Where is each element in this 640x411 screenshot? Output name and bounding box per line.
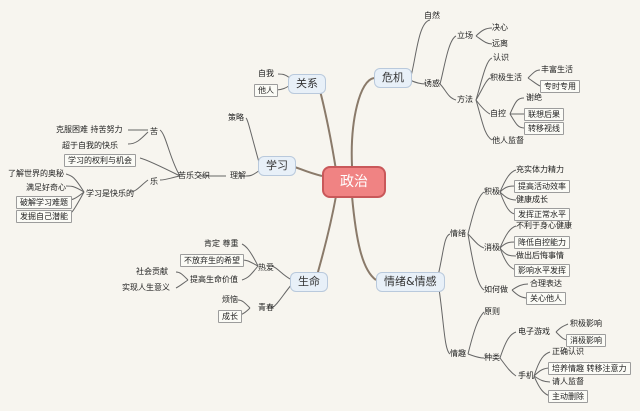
positive-effect-performance: 发挥正常水平 bbox=[514, 208, 570, 221]
bitter-node: 苦 bbox=[150, 127, 158, 136]
joy-item-puzzles: 破解学习难题 bbox=[16, 196, 72, 209]
self-control-item-consequences: 联想后果 bbox=[524, 108, 564, 121]
stand-item-determination: 决心 bbox=[492, 23, 508, 32]
positive-effect-health: 健康成长 bbox=[516, 195, 548, 204]
negative-effect-health: 不利于身心健康 bbox=[516, 221, 572, 230]
love-node: 热爱 bbox=[258, 263, 274, 272]
negative-effect-regret: 做出后悔事情 bbox=[516, 251, 564, 260]
phone-item-supervision: 请人监督 bbox=[552, 377, 584, 386]
mood-node: 情绪 bbox=[450, 229, 466, 238]
joy-item-mystery: 了解世界的奥秘 bbox=[8, 169, 64, 178]
temptation-node: 诱惑 bbox=[424, 79, 440, 88]
phone-item-interest: 培养情趣 转移注意力 bbox=[548, 362, 631, 375]
positive-node: 积极 bbox=[484, 187, 500, 196]
stand-item-keep-away: 远离 bbox=[492, 39, 508, 48]
youth-item-trouble: 烦恼 bbox=[222, 295, 238, 304]
love-item-hope: 不放弃生的希望 bbox=[180, 254, 244, 267]
joy-node: 乐 bbox=[150, 177, 158, 186]
phone-node: 手机 bbox=[518, 371, 534, 380]
root-node[interactable]: 政治 bbox=[322, 166, 386, 198]
youth-node: 青春 bbox=[258, 303, 274, 312]
phone-item-understand: 正确认识 bbox=[552, 347, 584, 356]
positive-effect-energy: 充实体力精力 bbox=[516, 165, 564, 174]
how-node: 如何做 bbox=[484, 285, 508, 294]
recognize-node: 认识 bbox=[493, 53, 509, 62]
method-node: 方法 bbox=[457, 95, 473, 104]
negative-node: 消极 bbox=[484, 243, 500, 252]
natural-node: 自然 bbox=[424, 11, 440, 20]
love-item-value: 提高生命价值 bbox=[190, 275, 238, 284]
phone-item-delete: 主动删除 bbox=[548, 390, 588, 403]
relation-item-others: 他人 bbox=[254, 84, 278, 97]
crisis-node[interactable]: 危机 bbox=[374, 68, 412, 88]
love-item-affirm-respect: 肯定 尊重 bbox=[204, 239, 239, 248]
strategy-node: 策略 bbox=[228, 113, 244, 122]
negative-effect-self-control: 降低自控能力 bbox=[514, 236, 570, 249]
value-item-meaning: 实现人生意义 bbox=[122, 283, 170, 292]
e-games-item-negative: 消极影响 bbox=[566, 334, 606, 347]
youth-item-growth: 成长 bbox=[218, 310, 242, 323]
emotion-node[interactable]: 情绪&情感 bbox=[376, 272, 445, 292]
bitter-item-beyond-self: 超于自我的快乐 bbox=[62, 141, 118, 150]
bitter-item-overcome: 克服困难 持苦努力 bbox=[56, 125, 123, 134]
life-node[interactable]: 生命 bbox=[290, 272, 328, 292]
self-control-item-divert-sight: 转移视线 bbox=[524, 122, 564, 135]
joy-pain-node: 苦乐交织 bbox=[178, 171, 210, 180]
stand-node: 立场 bbox=[457, 31, 473, 40]
feeling-node: 情趣 bbox=[450, 349, 466, 358]
positive-item-rich-life: 丰富生活 bbox=[541, 65, 573, 74]
supervision-node: 他人监督 bbox=[492, 136, 524, 145]
principle-node: 原则 bbox=[484, 307, 500, 316]
joyful-node: 学习是快乐的 bbox=[86, 189, 134, 198]
type-node: 种类 bbox=[484, 353, 500, 362]
value-item-contribution: 社会贡献 bbox=[136, 267, 168, 276]
joy-item-potential: 发掘自己潜能 bbox=[16, 210, 72, 223]
relation-node[interactable]: 关系 bbox=[288, 74, 326, 94]
relation-item-self: 自我 bbox=[258, 69, 274, 78]
joy-item-curiosity: 满足好奇心 bbox=[26, 183, 66, 192]
how-item-express: 合理表达 bbox=[530, 279, 562, 288]
self-control-item-decline: 谢绝 bbox=[526, 93, 542, 102]
e-games-node: 电子游戏 bbox=[518, 327, 550, 336]
positive-effect-efficiency: 提高活动效率 bbox=[514, 180, 570, 193]
positive-item-dedicated-time: 专时专用 bbox=[540, 80, 580, 93]
self-control-node: 自控 bbox=[490, 109, 506, 118]
e-games-item-positive: 积极影响 bbox=[570, 319, 602, 328]
understand-node: 理解 bbox=[230, 171, 246, 180]
negative-effect-performance: 影响水平发挥 bbox=[514, 264, 570, 277]
positive-life-node: 积极生活 bbox=[490, 73, 522, 82]
study-node[interactable]: 学习 bbox=[258, 156, 296, 176]
how-item-care: 关心他人 bbox=[526, 292, 566, 305]
rights-node: 学习的权利与机会 bbox=[64, 154, 136, 167]
